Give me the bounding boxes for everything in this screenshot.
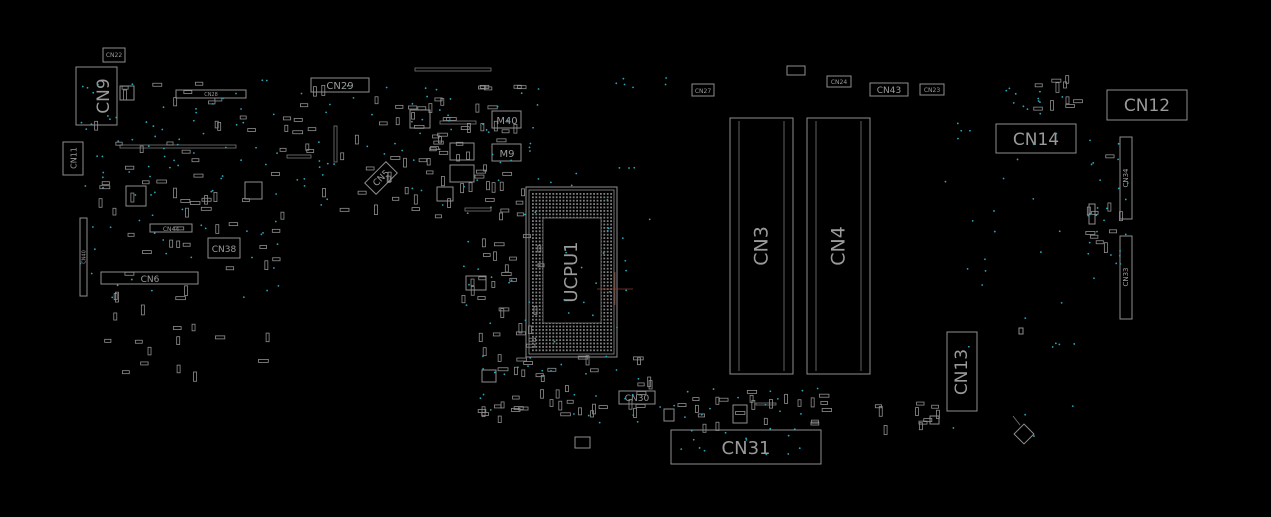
small-smd-pads <box>94 75 1123 435</box>
label-cn28: CN28 <box>204 92 218 98</box>
component-cn29[interactable]: CN29 <box>310 77 370 93</box>
label-cn27: CN27 <box>695 88 711 95</box>
small-part-top <box>786 65 806 76</box>
component-cn14[interactable]: CN14 <box>995 123 1077 154</box>
connector-top-strip <box>414 67 492 72</box>
label-cn22: CN22 <box>106 52 122 59</box>
component-cn12[interactable]: CN12 <box>1106 89 1188 121</box>
component-cn34[interactable]: CN34 <box>1119 136 1133 220</box>
via-dots <box>79 77 1129 456</box>
label-cn13: CN13 <box>952 349 972 395</box>
component-cn23[interactable]: CN23 <box>919 83 945 96</box>
component-cn30[interactable]: CN30 <box>618 390 656 405</box>
component-cn31[interactable]: CN31 <box>670 429 822 465</box>
component-cn28[interactable]: CN28 <box>175 89 247 99</box>
component-cn24[interactable]: CN24 <box>826 75 852 88</box>
label-cn5: CN5 <box>372 169 392 189</box>
component-cn9[interactable]: CN9 <box>75 66 118 126</box>
label-cn43: CN43 <box>877 86 901 96</box>
component-cn6[interactable]: CN6 <box>100 271 199 285</box>
label-cn34: CN34 <box>1122 168 1130 188</box>
label-cn11: CN11 <box>70 147 79 169</box>
component-cn33[interactable]: CN33 <box>1119 235 1133 320</box>
component-cn38[interactable]: CN38 <box>207 237 241 259</box>
component-cn11[interactable]: CN11 <box>62 141 84 176</box>
label-cn24: CN24 <box>831 79 847 86</box>
small-part-right <box>1018 327 1024 335</box>
label-cn40: CN40 <box>82 250 88 264</box>
component-ucpu1[interactable]: UCPU1 <box>525 186 633 358</box>
label-cn31: CN31 <box>722 438 771 459</box>
component-m40[interactable]: M40 <box>491 110 522 129</box>
component-cn4[interactable]: CN4 <box>806 117 871 375</box>
label-cn23: CN23 <box>924 87 940 94</box>
label-cn3: CN3 <box>751 226 773 266</box>
component-cn27[interactable]: CN27 <box>691 83 715 97</box>
label-cn30: CN30 <box>625 394 650 404</box>
component-cn3[interactable]: CN3 <box>729 117 794 375</box>
label-cn4: CN4 <box>828 226 850 266</box>
label-cn38: CN38 <box>212 245 237 255</box>
ic-middle-small <box>286 109 492 212</box>
label-cn9: CN9 <box>94 78 114 113</box>
label-m40: M40 <box>496 116 517 127</box>
label-cn12: CN12 <box>1124 96 1170 116</box>
label-cn29: CN29 <box>326 81 353 92</box>
label-cn6: CN6 <box>141 275 160 285</box>
rotated-part-right <box>1012 415 1035 445</box>
label-ucpu1: UCPU1 <box>561 241 582 302</box>
label-cn33: CN33 <box>1122 267 1130 286</box>
component-m9[interactable]: M9 <box>491 143 522 162</box>
ic-lower-middle <box>465 275 591 449</box>
label-cn14: CN14 <box>1013 130 1059 150</box>
component-cn22[interactable]: CN22 <box>102 47 126 63</box>
component-cn40[interactable]: CN40 <box>79 217 88 297</box>
component-cn44[interactable]: CN44 <box>149 223 193 233</box>
label-m9: M9 <box>500 149 515 160</box>
label-cn44: CN44 <box>163 226 179 233</box>
component-cn13[interactable]: CN13 <box>946 331 978 412</box>
component-cn43[interactable]: CN43 <box>869 82 909 97</box>
